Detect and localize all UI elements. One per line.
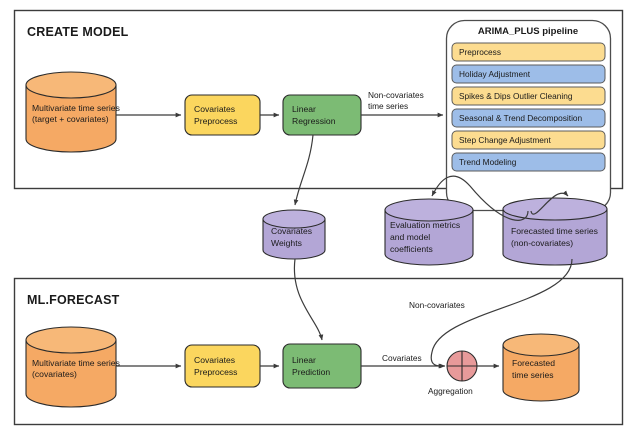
edge-covariates-weights-to-prediction (293, 258, 324, 341)
pipeline-step-box (451, 130, 606, 150)
pipeline-step-box (451, 86, 606, 106)
pipeline-step-box (451, 42, 606, 62)
edge-regression-to-covariates-weights (293, 134, 314, 206)
linear-prediction-box (282, 343, 362, 389)
ml-forecast-preprocess-box (184, 344, 261, 388)
ml-forecast-output-cylinder (502, 333, 580, 402)
ml-forecast-source-cylinder (25, 326, 117, 408)
forecasted-non-covariates-cylinder (502, 197, 608, 266)
create-model-source-cylinder (25, 71, 117, 153)
edge-pipeline-to-evaluation-metrics (431, 175, 529, 221)
edge-forecasted-non-covariates-to-aggregation (430, 258, 573, 369)
covariates-weights-cylinder (262, 209, 326, 260)
pipeline-step-box (451, 152, 606, 172)
linear-regression-box (282, 94, 362, 136)
edge-pipeline-to-forecasted-non-covariates (530, 190, 569, 215)
pipeline-step-box (451, 108, 606, 128)
evaluation-metrics-cylinder (384, 198, 474, 266)
aggregation-node (446, 350, 478, 382)
create-model-preprocess-box (184, 94, 261, 136)
pipeline-step-box (451, 64, 606, 84)
